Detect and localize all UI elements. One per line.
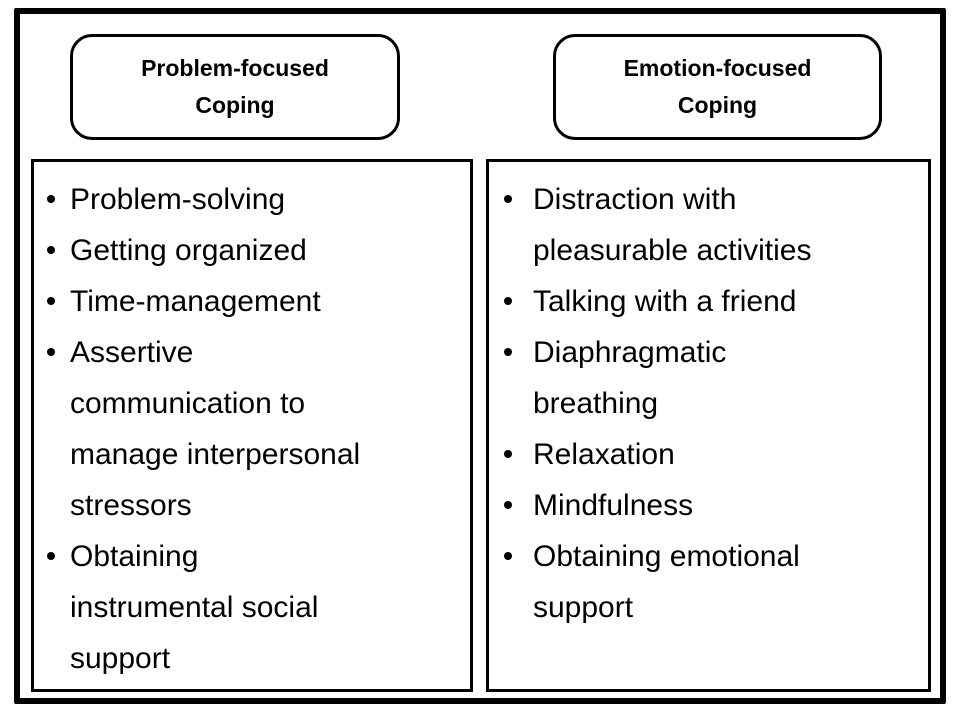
problem-focused-list-box: Problem-solving Getting organized Time-m… <box>31 159 473 692</box>
problem-focused-bullet-list: Problem-solving Getting organized Time-m… <box>34 162 470 684</box>
list-item: Relaxation <box>504 429 835 480</box>
problem-focused-coping-title: Problem-focused Coping <box>141 55 329 118</box>
list-item: Diaphragmatic breathing <box>504 327 835 429</box>
emotion-focused-coping-title: Emotion-focused Coping <box>623 55 812 118</box>
header-emotion-focused-coping: Emotion-focused Coping <box>553 34 882 140</box>
list-item: Mindfulness <box>504 480 835 531</box>
emotion-focused-bullet-list: Distraction with pleasurable activities … <box>489 162 928 633</box>
list-item: Assertive communication to manage interp… <box>47 327 366 531</box>
list-item: Distraction with pleasurable activities <box>504 174 835 276</box>
list-item: Talking with a friend <box>504 276 835 327</box>
list-item: Time-management <box>47 276 366 327</box>
emotion-focused-list-box: Distraction with pleasurable activities … <box>486 159 931 692</box>
list-item: Obtaining emotional support <box>504 531 835 633</box>
header-problem-focused-coping: Problem-focused Coping <box>70 34 400 140</box>
outer-border <box>14 8 946 704</box>
list-item: Getting organized <box>47 225 366 276</box>
list-item: Obtaining instrumental social support <box>47 531 366 684</box>
list-item: Problem-solving <box>47 174 366 225</box>
